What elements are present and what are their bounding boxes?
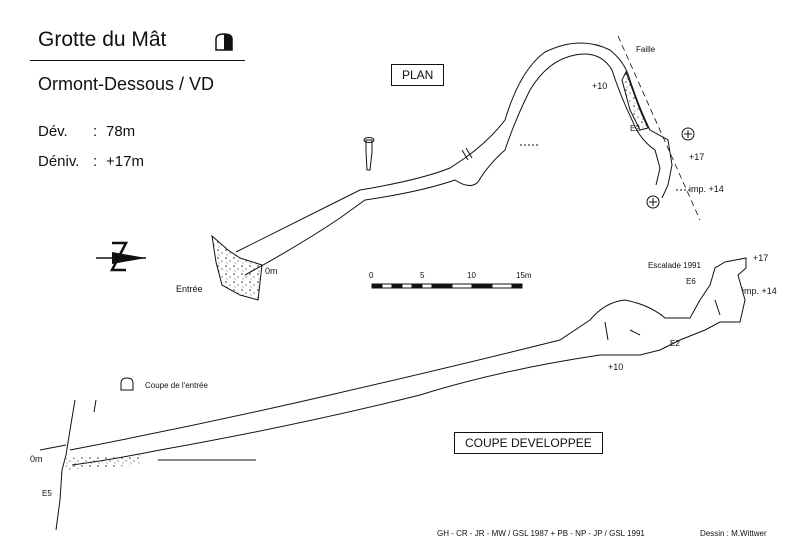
- plan-passage-ticks: [461, 147, 473, 161]
- section-passage-outline: [69, 257, 747, 466]
- plan-e2: E2: [630, 124, 640, 133]
- section-e2: E2: [670, 339, 680, 348]
- plan-view: [211, 35, 701, 301]
- section-imp14: imp. +14: [742, 286, 777, 296]
- plan-zero-label: 0m: [265, 266, 278, 276]
- plan-entrance-label: Entrée: [176, 284, 203, 294]
- drawing-credit: Dessin : M.Wittwer: [700, 529, 767, 538]
- section-escalade: Escalade 1991: [648, 261, 701, 270]
- deniv-value: +17m: [106, 153, 144, 170]
- section-interior-detail: [604, 321, 641, 341]
- section-box-label: COUPE DEVELOPPEE: [454, 432, 603, 454]
- section-plus10: +10: [608, 362, 624, 372]
- plan-marker-top: [681, 127, 695, 141]
- section-imp-detail: [714, 299, 721, 316]
- section-floor-pebbles: [66, 455, 140, 470]
- plan-plus17: +17: [689, 152, 705, 162]
- plan-pebble-fill: [621, 70, 649, 131]
- survey-credits: GH - CR - JR - MW / GSL 1987 + PB - NP -…: [437, 529, 645, 538]
- plan-wall-lower: [244, 53, 661, 276]
- section-zero-label: 0m: [30, 454, 43, 464]
- section-view: [39, 257, 747, 531]
- scale-tick-10: 10: [467, 271, 476, 280]
- scale-tick-0: 0: [369, 271, 374, 280]
- section-e5: E5: [42, 489, 52, 498]
- scale-tick-15: 15m: [516, 271, 532, 280]
- title-rule: [30, 60, 245, 61]
- deniv-label: Déniv.: [38, 153, 80, 170]
- section-e6: E6: [686, 277, 696, 286]
- entrance-section-icon: [120, 377, 134, 391]
- faille-line: [617, 35, 701, 221]
- cave-location: Ormont-Dessous / VD: [38, 74, 215, 94]
- plan-plus10: +10: [592, 81, 608, 91]
- coupe-entree-label: Coupe de l'entrée: [145, 381, 208, 390]
- plan-entrance-rock: [211, 234, 263, 301]
- plan-wall-upper: [235, 42, 673, 253]
- plan-box-label: PLAN: [391, 64, 445, 86]
- dev-value: 78m: [106, 123, 136, 140]
- section-entrance-cliff: [55, 399, 76, 531]
- scale-bar: [371, 283, 523, 289]
- cave-title: Grotte du Mât: [38, 28, 167, 51]
- plan-side-stub: [365, 139, 373, 171]
- section-cliff-detail: [39, 399, 97, 451]
- north-arrow: [96, 241, 146, 272]
- dev-label: Dév.: [38, 123, 68, 140]
- plan-side-stub-top: [363, 137, 375, 143]
- section-plus17: +17: [753, 253, 769, 263]
- dev-sep: :: [93, 123, 98, 140]
- scale-tick-5: 5: [420, 271, 425, 280]
- plan-marker-bottom: [646, 195, 660, 209]
- plan-imp14: imp. +14: [689, 184, 724, 194]
- faille-label: Faille: [636, 45, 656, 54]
- deniv-sep: :: [93, 153, 98, 170]
- entrance-symbol-icon: [215, 33, 233, 51]
